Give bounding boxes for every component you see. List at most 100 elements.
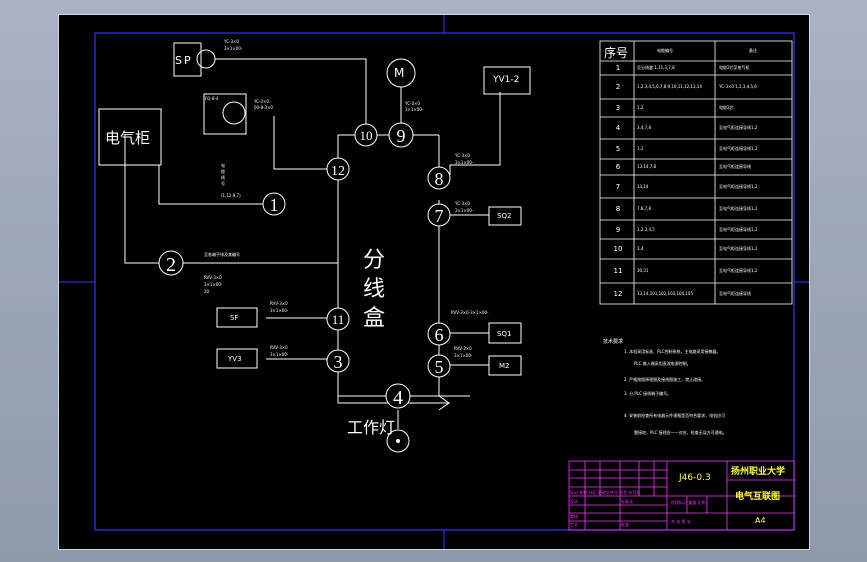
node-5-label: 5 <box>435 357 444 377</box>
node-9 <box>388 122 414 148</box>
table-header-code: 电缆编号 <box>657 48 673 53</box>
node7-cable-2: 3×1×00- <box>455 208 474 213</box>
node-10 <box>354 123 378 147</box>
device-boxes <box>98 42 531 453</box>
table-row-no: 11 <box>613 267 623 275</box>
yv3-cable-1: RVV-3×0 <box>270 345 288 350</box>
rev-row: 标记 处数 分区 更改文件号 签名 年月日 <box>570 490 641 495</box>
node-6-label: 6 <box>435 325 444 345</box>
gauge-circle <box>222 101 246 125</box>
cab1-annot-1: 电 <box>221 163 225 168</box>
table-row-no: 10 <box>613 245 623 253</box>
sf-box <box>216 307 258 328</box>
node-10-label: 10 <box>360 128 373 143</box>
gauge-label: FQ-8-4 <box>205 96 219 101</box>
sq1-cable: RVV-3×0-3×1×00- <box>451 310 489 315</box>
table-row-note: 至电气柜连接导线1,2 <box>719 183 758 189</box>
drawing-code: J46-0.3 <box>679 473 711 483</box>
node-5 <box>427 354 451 378</box>
table-row-note: 至电气柜连接导线1,2 <box>719 206 758 211</box>
sp-box <box>173 42 202 77</box>
sf-label: SF <box>230 314 239 322</box>
node7-cable-1: YC-3×0 <box>455 201 470 206</box>
node-4 <box>385 383 411 409</box>
school-name: 扬州职业大学 <box>731 467 786 477</box>
node-2 <box>158 250 184 276</box>
node-2-label: 2 <box>166 254 176 276</box>
junction-box-title: 分线盒 <box>363 248 386 331</box>
std-label: 标准化 <box>621 499 633 504</box>
table-row-code: 1,2,3,4,5 <box>637 226 655 232</box>
sp-circle <box>196 49 216 69</box>
inner-border <box>94 32 795 531</box>
table-row-no: 1 <box>615 64 621 72</box>
yv3-cable-2: 3×1×00- <box>270 352 289 357</box>
notes-line-2: PLC 输入端采用直流电源控制。 <box>634 361 691 366</box>
table-row-code: 13,14,101,102,103,104,105 <box>637 290 693 296</box>
node-8-label: 8 <box>435 169 444 189</box>
node-6 <box>427 322 451 346</box>
cable-table-grid <box>599 40 793 305</box>
m2-cable-2: 3×1×00- <box>454 353 473 358</box>
table-row-note: YC-3×0 1,2,3,4,5,6 <box>719 84 757 89</box>
table-row-code: 3,4 <box>637 246 644 251</box>
cab1-annot-5: (1,12,9,7) <box>221 193 241 198</box>
paper-size: A4 <box>755 516 766 525</box>
table-row-no: 8 <box>615 205 621 213</box>
node-7 <box>427 203 451 227</box>
m2-box <box>488 355 522 376</box>
table-header-no: 序号 <box>604 46 629 60</box>
drawing-name: 电气互联图 <box>735 492 781 502</box>
sq2-label: SQ2 <box>497 212 512 220</box>
work-light-label: 工作灯 <box>347 418 396 437</box>
table-row-note: 至电气柜连接导线1,2 <box>719 246 758 251</box>
table-row-note: 至电气柜连接导线 <box>719 290 751 296</box>
node9-cable-2: 3×1×00- <box>405 107 424 112</box>
node-3-label: 3 <box>334 352 343 372</box>
table-row-note: 至电气柜连接导线1,2 <box>719 125 758 130</box>
node-3 <box>326 349 350 373</box>
wiring-diagram: 1 2 3 4 5 6 7 8 9 10 11 12 <box>59 15 809 549</box>
lamp-dot <box>396 439 400 443</box>
notes-line-4: 3. 分 PLC 接线端子编号。 <box>624 391 672 396</box>
table-row-note: 至电气柜连接导线 <box>719 164 751 169</box>
cabinet-label: 电气柜 <box>105 129 151 147</box>
notes-heading: 技术要求 <box>603 339 624 345</box>
table-row-no: 9 <box>615 225 621 234</box>
node2b-annot-3: 20 <box>204 289 210 294</box>
sq1-box <box>488 322 522 344</box>
table-row-code: 3,4,7,8 <box>637 125 651 130</box>
table-row-no: 7 <box>615 182 621 191</box>
yv1-box <box>483 66 531 95</box>
node-8 <box>427 166 451 190</box>
table-row-code: 1,2 <box>637 146 644 151</box>
sheet-label: 共 张 第 张 <box>671 519 691 524</box>
process-label: 工艺 <box>570 522 578 527</box>
sq2-box <box>488 206 522 226</box>
table-row-code: 13,14 <box>637 183 649 189</box>
cab1-annot-3: 线 <box>221 175 225 180</box>
table-row-note: 至电气柜连接导线1,2 <box>719 226 758 232</box>
node8-cable-2: 3×1×00- <box>455 160 474 165</box>
sf-cable-2: 3×1×00- <box>270 308 289 313</box>
sp-cable-2: 3×1×00- <box>224 46 243 51</box>
table-header-note: 备注 <box>749 48 757 53</box>
table-row-code: 至分线盒 1,11,3,7,8 <box>637 65 675 70</box>
table-row-no: 12 <box>613 289 623 298</box>
m2-label: M2 <box>499 362 510 370</box>
sf-cable-1: RVV-3×0 <box>270 301 288 306</box>
node-labels: 1 2 3 4 5 6 7 8 9 10 11 12 <box>166 126 444 409</box>
motor-label: M <box>394 66 405 80</box>
table-row-code: 13,14,7,8 <box>637 164 657 169</box>
node-7-label: 7 <box>435 206 444 226</box>
table-row-code: 1,2,3,4,5,6,7,8,9,10,11,12,13,14 <box>637 84 702 89</box>
sq1-label: SQ1 <box>497 330 512 338</box>
table-row-no: 6 <box>615 163 621 171</box>
gauge-box <box>203 93 247 135</box>
approve-label: 批准 <box>621 522 629 527</box>
notes-line-1: 1. 本机采用标准、PLC控制系统，主电路采用接触器。 <box>624 349 721 354</box>
table-row-note: 电缆2芯 <box>719 105 734 110</box>
node9-cable-1: YC-3×0 <box>405 101 420 106</box>
cabinet-box <box>98 108 162 166</box>
notes-line-3: 2. 严格按照原理图及接线图施工，禁止改接。 <box>624 377 706 382</box>
